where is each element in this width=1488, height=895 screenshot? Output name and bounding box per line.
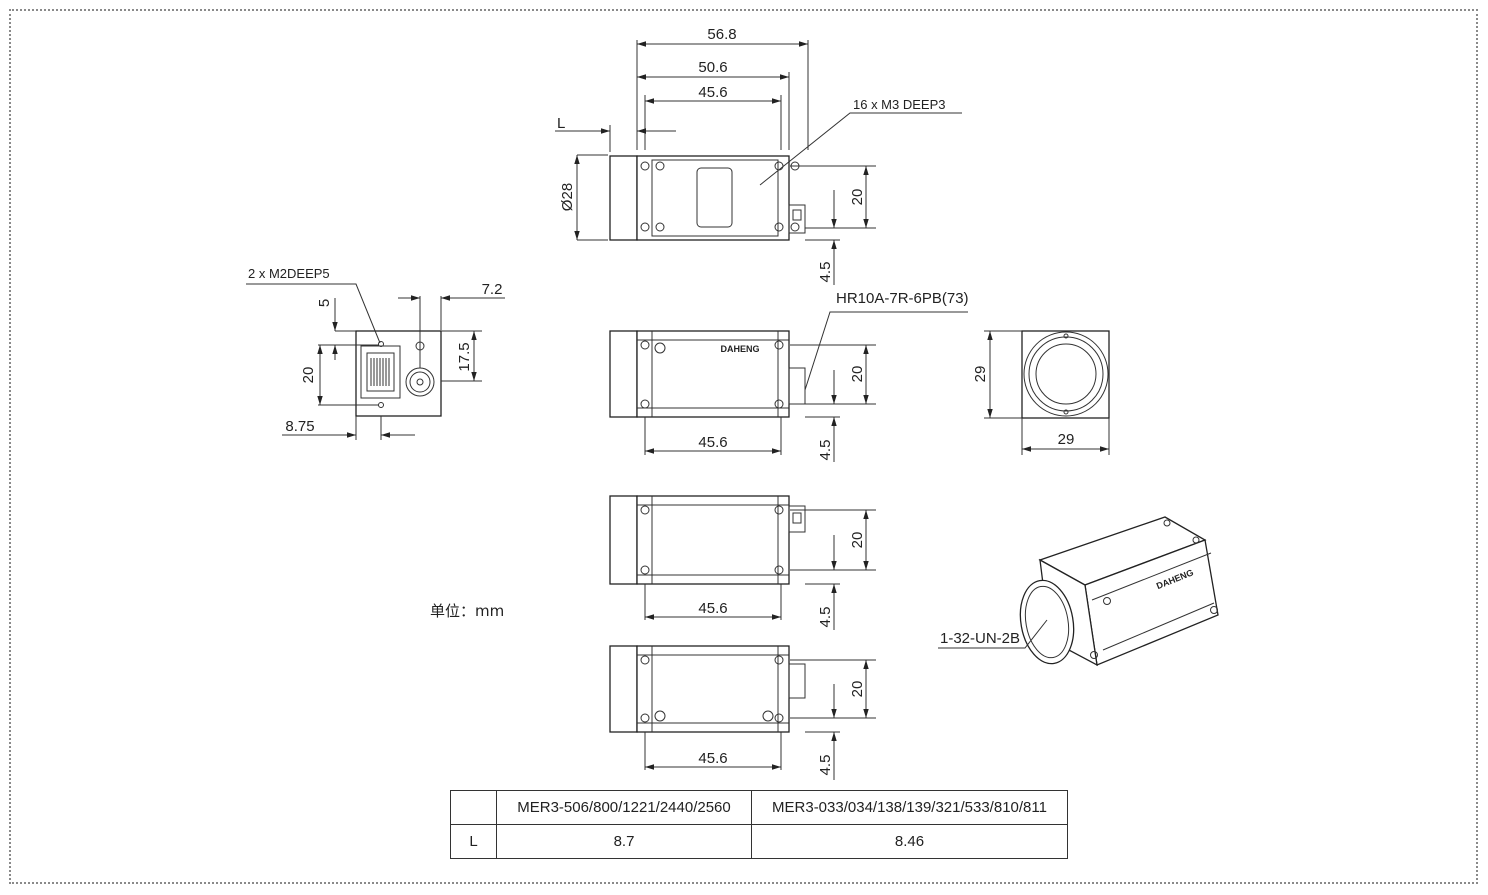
side2-dim-h: 45.6 xyxy=(698,600,727,617)
side3-dim-v: 20 xyxy=(849,681,866,698)
rear-view-body xyxy=(355,330,442,417)
unit-label: 单位：mm xyxy=(430,602,505,620)
rear-dim-height: 20 xyxy=(300,367,317,384)
end-dim-v: 29 xyxy=(972,366,989,383)
spec-row-label: L xyxy=(450,824,497,859)
side1-dim-offset: 4.5 xyxy=(817,440,834,461)
side-view-2: 20 4.5 45.6 xyxy=(609,495,876,630)
side1-callout-connector: HR10A-7R-6PB(73) xyxy=(836,290,969,307)
rear-dim-left: 8.75 xyxy=(285,418,314,435)
spec-corner-cell xyxy=(450,790,497,825)
top-dim-body: 50.6 xyxy=(698,59,727,76)
table-row: L 8.7 8.46 xyxy=(450,824,1068,859)
spec-val2: 8.46 xyxy=(751,824,1068,859)
top-dim-overall: 56.8 xyxy=(707,26,736,43)
table-row: MER3-506/800/1221/2440/2560 MER3-033/034… xyxy=(450,790,1068,825)
top-dim-holes: 45.6 xyxy=(698,84,727,101)
side2-dim-v: 20 xyxy=(849,532,866,549)
side2-dim-offset: 4.5 xyxy=(817,607,834,628)
end-dim-h: 29 xyxy=(1058,431,1075,448)
rear-view: 2 x M2DEEP5 5 20 7.2 17.5 8.75 xyxy=(246,266,505,440)
side3-dim-h: 45.6 xyxy=(698,750,727,767)
top-dim-holes-v: 20 xyxy=(849,189,866,206)
svg-text:DAHENG: DAHENG xyxy=(720,344,759,354)
side1-dim-h: 45.6 xyxy=(698,434,727,451)
spec-col2-header: MER3-033/034/138/139/321/533/810/811 xyxy=(751,790,1068,825)
spec-table: MER3-506/800/1221/2440/2560 MER3-033/034… xyxy=(450,790,1068,859)
top-callout-holes: 16 x M3 DEEP3 xyxy=(853,97,946,112)
side-view-1: DAHENG HR10A-7R-6PB(73) 20 4.5 45.6 xyxy=(609,290,969,462)
top-dim-diameter: Ø28 xyxy=(559,183,576,211)
rear-dim-connector: 7.2 xyxy=(482,281,503,298)
top-view-body xyxy=(636,155,790,241)
rear-dim-top: 5 xyxy=(316,299,333,307)
spec-col1-header: MER3-506/800/1221/2440/2560 xyxy=(496,790,752,825)
rear-callout-holes: 2 x M2DEEP5 xyxy=(248,266,330,281)
side1-dim-v: 20 xyxy=(849,366,866,383)
top-dim-offset: 4.5 xyxy=(817,262,834,283)
side-view-3: 20 4.5 45.6 xyxy=(609,645,876,780)
end-view: 29 29 xyxy=(972,330,1110,455)
drawing-frame xyxy=(9,9,1478,884)
side3-dim-offset: 4.5 xyxy=(817,755,834,776)
top-view: 56.8 50.6 45.6 L Ø28 20 4.5 16 x M3 DEEP… xyxy=(555,26,962,285)
rear-dim-connector-v: 17.5 xyxy=(456,342,473,371)
iso-callout-mount: 1-32-UN-2B xyxy=(940,630,1020,647)
top-dim-L: L xyxy=(557,115,565,132)
iso-view: DAHENG 1-32-UN-2B xyxy=(938,516,1219,667)
spec-val1: 8.7 xyxy=(496,824,752,859)
